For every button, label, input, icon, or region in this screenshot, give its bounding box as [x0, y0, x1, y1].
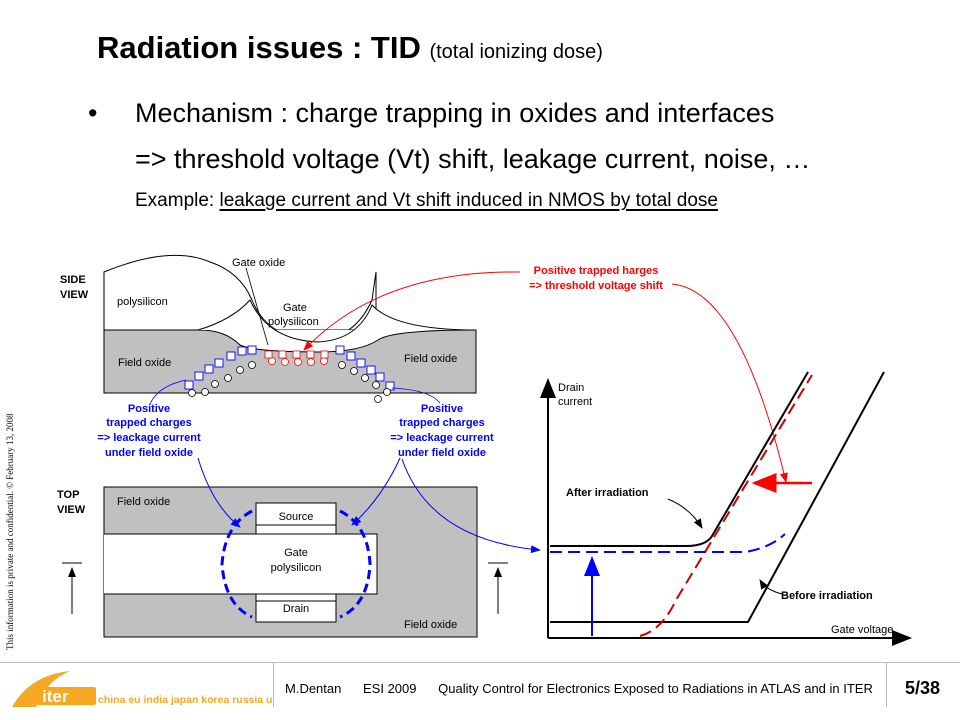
vt-note-to-curve-arrow [671, 283, 788, 483]
side-view-label-1: SIDE [60, 274, 86, 286]
consequence-line: => threshold voltage (Vt) shift, leakage… [135, 144, 811, 174]
before-irradiation-label: Before irradiation [781, 590, 873, 602]
id-vg-graph: Drain current Gate voltage After irradia… [540, 371, 912, 646]
slide-title: Radiation issues : TID (total ionizing d… [97, 30, 603, 66]
slide-title-main: Radiation issues : TID [97, 30, 421, 65]
svg-text:=> leackage current: => leackage current [390, 432, 494, 444]
page-number: 5/38 [905, 678, 941, 698]
svg-text:trapped charges: trapped charges [399, 417, 485, 429]
footer-author: M.Dentan [285, 681, 342, 696]
gate-label-side-2: polysilicon [268, 316, 319, 328]
x-axis-label: Gate voltage [831, 624, 893, 636]
field-oxide-label-left: Field oxide [118, 357, 171, 369]
footer-separator-left [273, 662, 274, 707]
bullet-marker: • [88, 98, 98, 128]
example-text: leakage current and Vt shift induced in … [219, 190, 718, 211]
top-view-label-1: TOP [57, 489, 79, 501]
svg-text:=> leackage current: => leackage current [97, 432, 201, 444]
vt-note-to-gate-arrow [303, 271, 521, 351]
y-axis-label-2: current [558, 396, 592, 408]
gate-oxide-plus-charges [264, 350, 329, 359]
gate-oxide-label: Gate oxide [232, 257, 285, 269]
footer-talk: Quality Control for Electronics Exposed … [438, 681, 873, 696]
top-view-label-2: VIEW [57, 504, 86, 516]
after-label-pointer [667, 498, 703, 529]
curve-after-irradiation [550, 371, 809, 547]
svg-text:Positive trapped harges: Positive trapped harges [534, 265, 659, 277]
example-line: Example: leakage current and Vt shift in… [135, 190, 718, 212]
footer-event: ESI 2009 [363, 681, 417, 696]
polysilicon-outline [103, 254, 476, 341]
connector-left-to-top [197, 457, 241, 528]
footer-separator-right [886, 662, 887, 707]
gate-label-top-1: Gate [284, 547, 308, 559]
curve-before-irradiation [550, 371, 885, 623]
leakage-note-left: Positive trapped charges => leackage cur… [97, 403, 201, 459]
gate-interface-charges [268, 357, 328, 366]
svg-text:Positive: Positive [128, 403, 170, 415]
curve-leakage [550, 533, 786, 553]
curve-vt-shifted [639, 374, 813, 637]
y-axis-label-1: Drain [558, 382, 584, 394]
footer-divider [0, 662, 960, 663]
svg-text:under field oxide: under field oxide [398, 447, 486, 459]
leakage-note-right: Positive trapped charges => leackage cur… [390, 403, 494, 459]
svg-text:=> threshold voltage shift: => threshold voltage shift [529, 280, 663, 292]
gate-oxide-profile [104, 329, 477, 353]
before-label-pointer [759, 579, 783, 595]
svg-text:Positive: Positive [421, 403, 463, 415]
top-field-oxide-label-2: Field oxide [404, 619, 457, 631]
logo-word-bg [36, 687, 96, 705]
vt-shift-note: Positive trapped harges => threshold vol… [529, 265, 663, 292]
mechanism-line: Mechanism : charge trapping in oxides an… [135, 98, 775, 128]
svg-text:under field oxide: under field oxide [105, 447, 193, 459]
field-oxide-plus-charges [184, 345, 395, 391]
pointer-left-note [149, 379, 187, 405]
pointer-right-note [391, 387, 441, 404]
side-view-label-2: VIEW [60, 289, 89, 301]
nmos-tid-diagram: SIDE VIEW Gate oxide polysilicon Gate po… [57, 254, 912, 646]
connector-to-graph [401, 458, 541, 554]
example-label: Example: [135, 190, 215, 211]
footer-info: M.Dentan ESI 2009 Quality Control for El… [285, 681, 891, 696]
logo-word: iter [42, 687, 69, 706]
gate-label-side-1: Gate [283, 302, 307, 314]
logo-tagline: china eu india japan korea russia usa [98, 694, 272, 706]
gate-oxide-pointer [245, 267, 269, 346]
svg-text:trapped charges: trapped charges [106, 417, 192, 429]
side-view-cross-section: Gate oxide polysilicon Gate polysilicon … [103, 254, 477, 403]
top-field-oxide-label-1: Field oxide [117, 496, 170, 508]
gate-label-top-2: polysilicon [271, 562, 322, 574]
field-oxide-label-right: Field oxide [404, 353, 457, 365]
drain-label: Drain [283, 603, 309, 615]
iter-logo: iter china eu india japan korea russia u… [12, 671, 272, 707]
top-view-layout: Field oxide Field oxide Source Gate poly… [62, 486, 508, 638]
substrate-minus-charges [188, 361, 391, 403]
slide-title-sub: (total ionizing dose) [429, 41, 603, 63]
connector-right-to-top [351, 457, 401, 526]
source-label: Source [279, 511, 314, 523]
after-irradiation-label: After irradiation [566, 487, 649, 499]
polysilicon-label: polysilicon [117, 296, 168, 308]
